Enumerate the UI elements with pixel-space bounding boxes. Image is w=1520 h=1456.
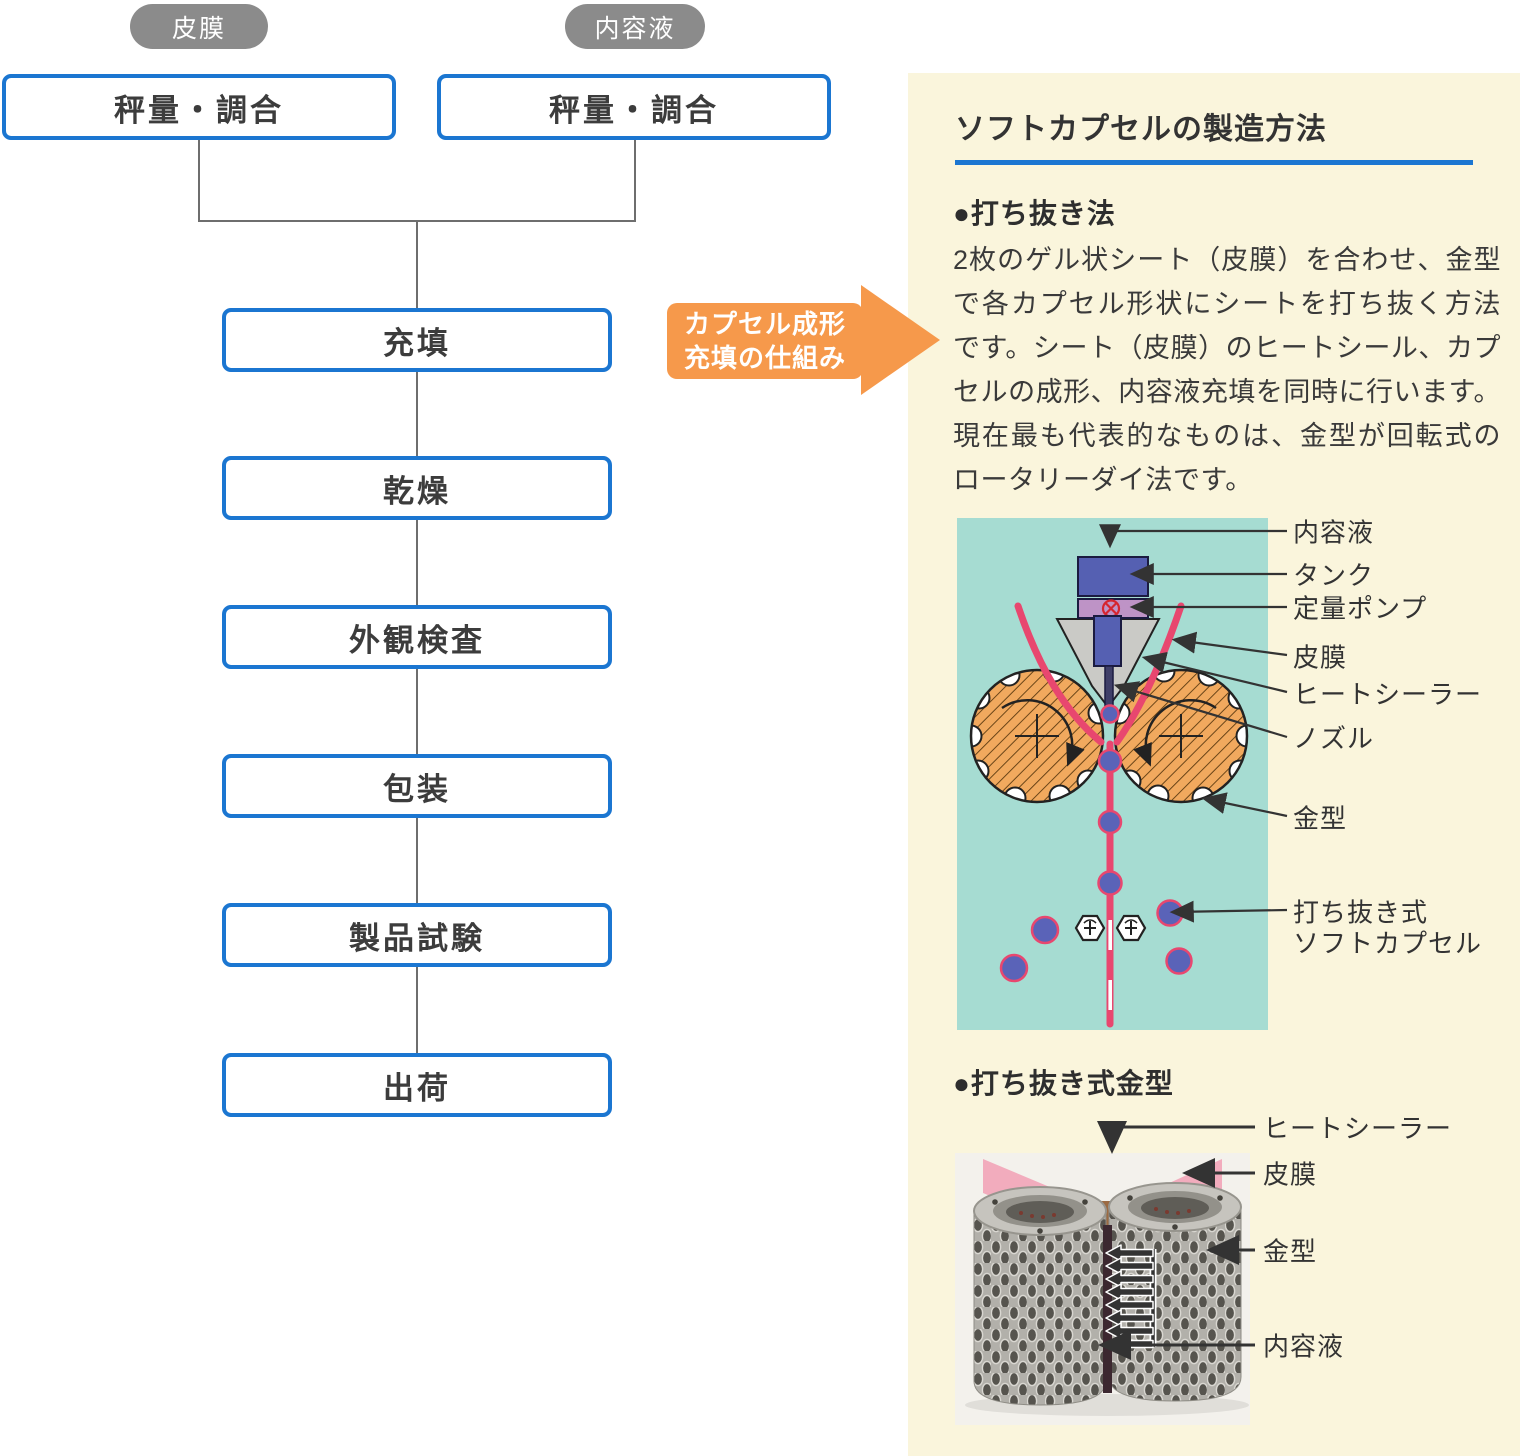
rotary-die-diagram xyxy=(957,518,1268,1030)
film-strip-gap xyxy=(1108,980,1112,1010)
flow-step-box-shipping: 出荷 xyxy=(222,1053,612,1117)
title-underline xyxy=(955,160,1473,165)
die-photo xyxy=(955,1153,1250,1425)
diagram-label-content-liquid: 内容液 xyxy=(1293,517,1375,548)
section-heading-punching-die: ●打ち抜き式金型 xyxy=(953,1068,1174,1099)
right-arrow-icon xyxy=(861,285,940,395)
diagram-label-tank: タンク xyxy=(1293,560,1375,591)
pill-film: 皮膜 xyxy=(130,4,268,49)
diagram-label-film: 皮膜 xyxy=(1293,642,1348,673)
flow-box-label: 秤量・調合 xyxy=(549,92,719,128)
diagram-label-nozzle: ノズル xyxy=(1293,723,1375,754)
diagram-label-punched-capsule-2: ソフトカプセル xyxy=(1293,928,1483,959)
flow-step-box-inspection: 外観検査 xyxy=(222,605,612,669)
callout-line1: カプセル成形 xyxy=(683,309,846,339)
nozzle-shape xyxy=(1093,615,1122,667)
flow-step-label: 乾燥 xyxy=(383,473,451,509)
flow-box-weighing-film: 秤量・調合 xyxy=(2,74,396,140)
flow-step-label: 出荷 xyxy=(383,1070,451,1106)
photo-label-die: 金型 xyxy=(1263,1236,1318,1267)
die-crevice xyxy=(1103,1225,1112,1393)
pill-film-label: 皮膜 xyxy=(171,14,226,43)
callout-line2: 充填の仕組み xyxy=(683,343,846,373)
film-strip-gap xyxy=(1108,920,1112,950)
flow-step-label: 充填 xyxy=(383,325,451,361)
nozzle-stem xyxy=(1104,665,1114,709)
die-center-cross xyxy=(1015,714,1059,758)
flow-box-weighing-liquid: 秤量・調合 xyxy=(437,74,831,140)
tank-shape xyxy=(1077,556,1149,597)
diagram-label-heat-sealer: ヒートシーラー xyxy=(1293,679,1483,710)
diagram-label-metering-pump: 定量ポンプ xyxy=(1293,593,1428,624)
flow-step-box-packaging: 包装 xyxy=(222,754,612,818)
pill-content-liquid-label: 内容液 xyxy=(594,14,676,43)
photo-label-content-liquid: 内容液 xyxy=(1263,1331,1345,1362)
pill-content-liquid: 内容液 xyxy=(565,4,705,49)
punch-hexagon-icon xyxy=(1074,914,1147,942)
page-title: ソフトカプセルの製造方法 xyxy=(955,113,1327,146)
flow-step-box-drying: 乾燥 xyxy=(222,456,612,520)
photo-label-film: 皮膜 xyxy=(1263,1159,1318,1190)
flow-step-box-product-test: 製品試験 xyxy=(222,903,612,967)
section-heading-punching-method: ●打ち抜き法 xyxy=(953,198,1116,229)
method-description: 2枚のゲル状シート（皮膜）を合わせ、金型で各カプセル形状にシートを打ち抜く方法で… xyxy=(953,245,1501,495)
diagram-label-die: 金型 xyxy=(1293,803,1348,834)
flow-step-label: 外観検査 xyxy=(349,622,485,658)
flow-step-label: 製品試験 xyxy=(349,920,485,956)
flow-step-label: 包装 xyxy=(383,771,451,807)
die-cylinder-left xyxy=(973,1186,1107,1406)
callout-capsule-forming: カプセル成形 充填の仕組み xyxy=(667,303,863,379)
diagram-label-punched-capsule-1: 打ち抜き式 xyxy=(1293,897,1429,928)
flow-box-label: 秤量・調合 xyxy=(114,92,284,128)
photo-label-heat-sealer: ヒートシーラー xyxy=(1263,1113,1453,1144)
rotation-arrow-icon xyxy=(1001,699,1085,767)
flow-step-box-filling: 充填 xyxy=(222,308,612,372)
